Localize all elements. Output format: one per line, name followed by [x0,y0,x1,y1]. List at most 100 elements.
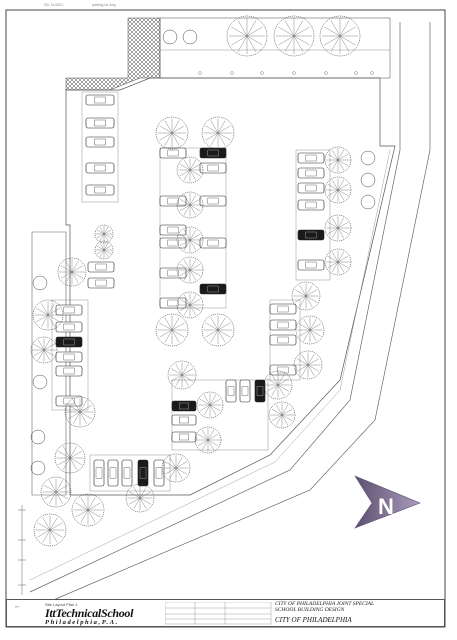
project-line-2: SCHOOL BUILDING DESIGN [275,607,345,613]
car-roof [178,416,189,424]
shrub-icon [30,460,46,476]
dark-car-icon [199,283,227,295]
parking-lot-outline [65,77,396,496]
shrub-icon [32,374,48,390]
car-roof [63,323,75,331]
car-icon [85,162,115,174]
tree-icon [176,291,204,319]
car-icon [297,152,325,164]
tree-icon [324,146,352,174]
tree-icon [194,426,222,454]
car-icon [269,303,297,315]
sheet-border [5,9,446,628]
car-icon [153,459,165,487]
car-roof [305,261,317,269]
school-name: IttTechnicalSchool [45,606,134,620]
car-icon [85,117,115,129]
car-roof [63,367,75,375]
dark-car-icon [137,459,149,487]
sheet-description: Site Layout Plan 1 [45,602,78,607]
tree-icon [155,116,189,150]
car-roof [95,263,107,271]
car-roof [63,397,75,405]
tree-icon [226,15,268,57]
car-roof [167,197,179,205]
tree-icon [201,116,235,150]
car-roof [277,305,289,313]
tree-icon [324,248,352,276]
school-city: Philadelphia,P.A. [45,619,119,626]
car-icon [199,195,227,207]
tree-icon [94,224,114,244]
tree-icon [176,226,204,254]
car-icon [55,321,83,333]
car-roof [167,226,179,234]
project-line-1: CITY OF PHILADELPHIA JOINT SPECIAL [275,601,375,607]
car-roof [178,433,189,441]
car-roof [63,338,75,346]
tree-icon [201,313,235,347]
tree-icon [71,493,105,527]
car-roof [305,184,317,192]
tree-icon [324,176,352,204]
shrub-icon [32,275,48,291]
car-roof [109,467,117,479]
tree-icon [293,350,323,380]
car-roof [94,96,106,104]
car-icon [85,94,115,106]
sheet-number: DD-74-0001 [44,3,64,7]
shrub-icon [360,172,376,188]
car-roof [155,467,163,479]
shrub-icon [162,29,178,45]
tree-icon [291,281,321,311]
shrub-icon [182,29,198,45]
car-roof [139,467,147,479]
dark-car-icon [199,147,227,159]
tree-icon [125,483,155,513]
tree-icon [176,156,204,184]
revision-table [165,602,272,625]
dark-car-icon [297,229,325,241]
road-edge-outer [29,22,401,593]
car-icon [297,167,325,179]
tree-icon [319,15,361,57]
car-icon [159,195,187,207]
title-block: ITT Site Layout Plan 1 IttTechnicalSchoo… [6,599,445,627]
car-icon [269,334,297,346]
car-roof [95,467,103,479]
car-icon [87,261,115,273]
shrub-icon [360,150,376,166]
car-roof [94,119,106,127]
car-icon [87,277,115,289]
parking-stalls [51,91,331,492]
tree-icon [161,453,191,483]
tree-icon [94,240,114,260]
car-roof [178,402,189,410]
car-roof [94,186,106,194]
tree-icon [295,315,325,345]
tree-icon [64,396,96,428]
tree-icon [32,299,64,331]
tree-icon [40,476,72,508]
car-icon [199,237,227,249]
tree-icon [196,391,224,419]
car-icon [297,199,325,211]
car-roof [207,285,219,293]
car-icon [297,259,325,271]
tree-icon [30,336,58,364]
dark-car-icon [55,336,83,348]
tree-icon [324,214,352,242]
dark-car-icon [171,400,197,412]
car-icon [85,136,115,148]
car-roof [167,149,179,157]
car-icon [107,459,119,487]
north-arrow-icon: N [354,475,421,529]
car-roof [305,231,317,239]
car-icon [55,351,83,363]
car-roof [167,299,179,307]
car-roof [207,239,219,247]
hatched-walkway [65,17,161,91]
car-roof [241,386,249,396]
car-icon [55,395,83,407]
car-icon [269,364,297,376]
